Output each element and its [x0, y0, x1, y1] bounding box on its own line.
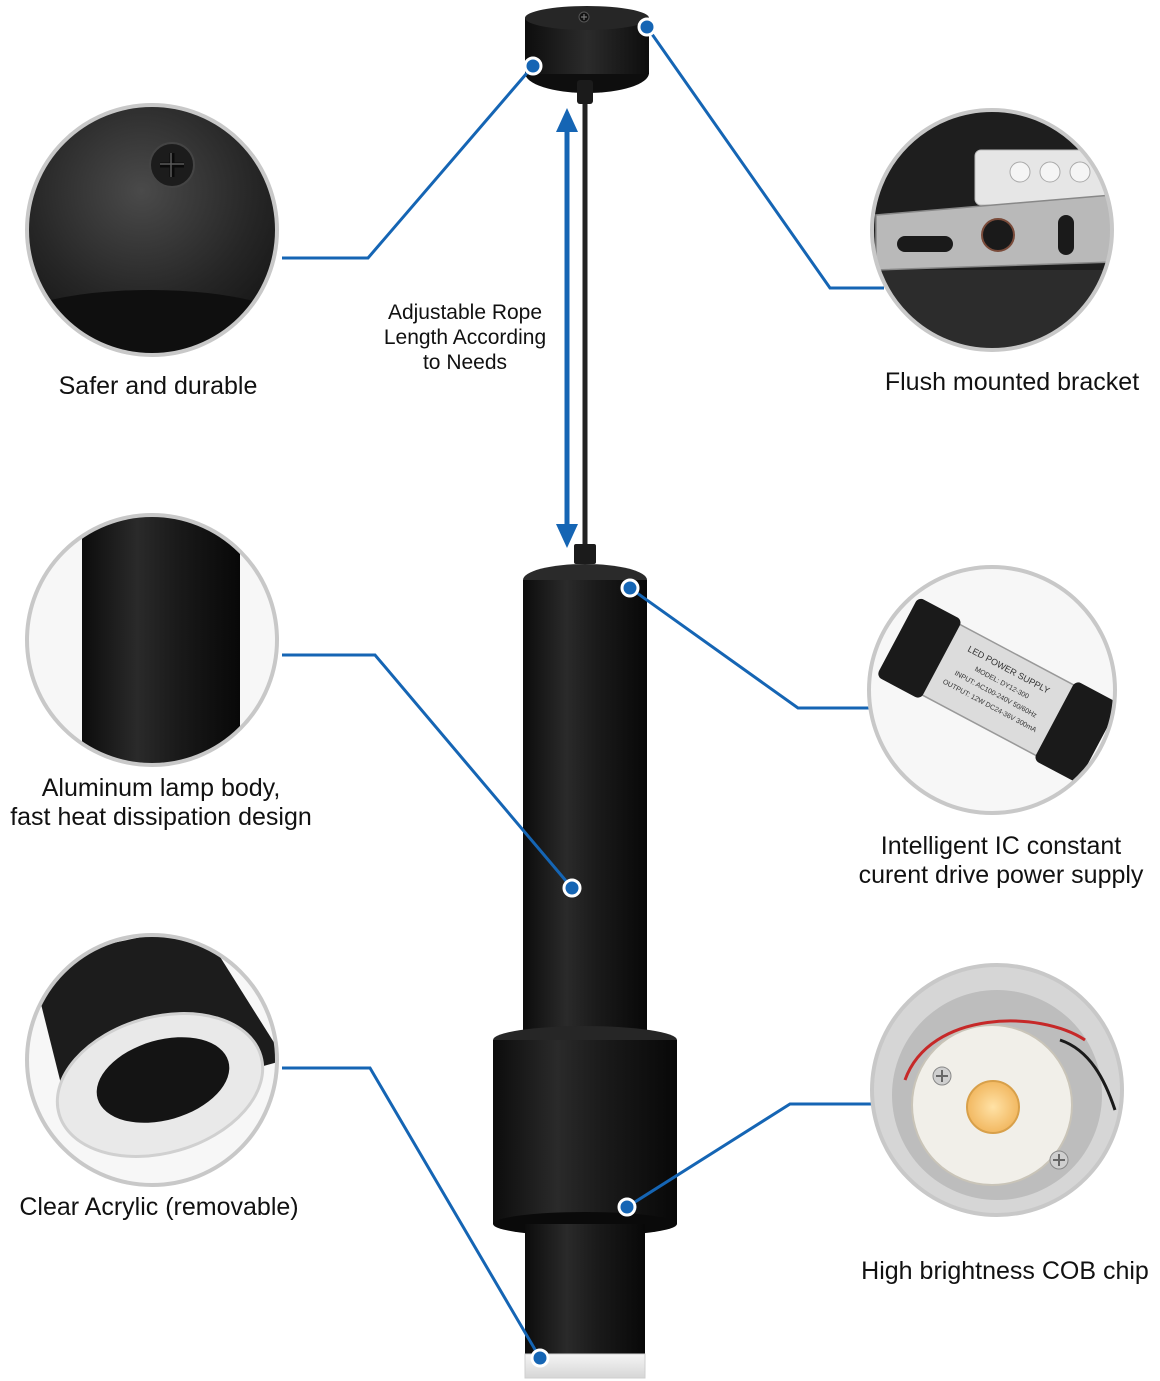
callout-line-acrylic	[282, 1066, 542, 1359]
detail-circle-acrylic	[25, 933, 279, 1187]
driver-box-icon: LED POWER SUPPLY MODEL: DY12-300 INPUT: …	[878, 598, 1115, 782]
label-body: Aluminum lamp body, fast heat dissipatio…	[0, 774, 322, 832]
ceiling-canopy	[525, 6, 649, 93]
label-acrylic: Clear Acrylic (removable)	[4, 1193, 314, 1222]
callout-dot-body	[562, 878, 582, 898]
callout-line-body	[282, 653, 574, 889]
callout-dot-cob	[617, 1197, 637, 1217]
label-cob-line1: High brightness COB chip	[861, 1257, 1149, 1285]
pendant-lamp	[493, 6, 677, 1379]
label-power-line2: curent drive power supply	[858, 861, 1144, 889]
label-acrylic-line1: Clear Acrylic (removable)	[19, 1193, 299, 1221]
detail-circle-safer	[25, 103, 279, 357]
callout-dot-acrylic	[530, 1348, 550, 1368]
rope-label-line2: Length According	[383, 326, 547, 349]
lamp-collar	[493, 1026, 677, 1236]
callout-dot-power	[620, 578, 640, 598]
lamp-body-tube	[523, 564, 647, 1040]
label-power: Intelligent IC constant curent drive pow…	[842, 832, 1160, 890]
terminal-block-icon	[974, 149, 1106, 206]
label-bracket-line1: Flush mounted bracket	[884, 368, 1140, 396]
callout-dot-safer	[523, 56, 543, 76]
label-body-line2: fast heat dissipation design	[10, 803, 312, 831]
screw-icon	[149, 142, 195, 188]
detail-circle-cob	[870, 963, 1124, 1217]
rope-length-label: Adjustable Rope Length According to Need…	[365, 300, 565, 375]
label-body-line1: Aluminum lamp body,	[41, 774, 281, 802]
rope-label-line1: Adjustable Rope	[387, 301, 543, 324]
detail-circle-bracket	[870, 108, 1114, 352]
callout-lines	[282, 26, 884, 1359]
mounting-bracket-icon	[875, 194, 1112, 271]
callout-line-power	[629, 586, 870, 710]
lamp-lower-tube	[525, 1224, 645, 1356]
callout-line-bracket	[645, 26, 884, 290]
label-power-line1: Intelligent IC constant	[880, 832, 1122, 860]
rope-length-arrow	[556, 108, 578, 548]
label-safer: Safer and durable	[8, 372, 308, 401]
label-safer-line1: Safer and durable	[58, 372, 258, 400]
detail-circle-power: LED POWER SUPPLY MODEL: DY12-300 INPUT: …	[867, 565, 1117, 815]
label-bracket: Flush mounted bracket	[862, 368, 1160, 397]
cob-chip-icon	[966, 1080, 1020, 1134]
rope-label-line3: to Needs	[422, 351, 508, 374]
detail-circle-body	[25, 513, 279, 767]
callout-dot-bracket	[637, 17, 657, 37]
suspension-rope	[574, 80, 596, 564]
callout-dots	[523, 17, 657, 1368]
callout-line-cob	[626, 1102, 872, 1209]
callout-line-safer	[282, 65, 535, 260]
label-cob: High brightness COB chip	[850, 1257, 1160, 1286]
